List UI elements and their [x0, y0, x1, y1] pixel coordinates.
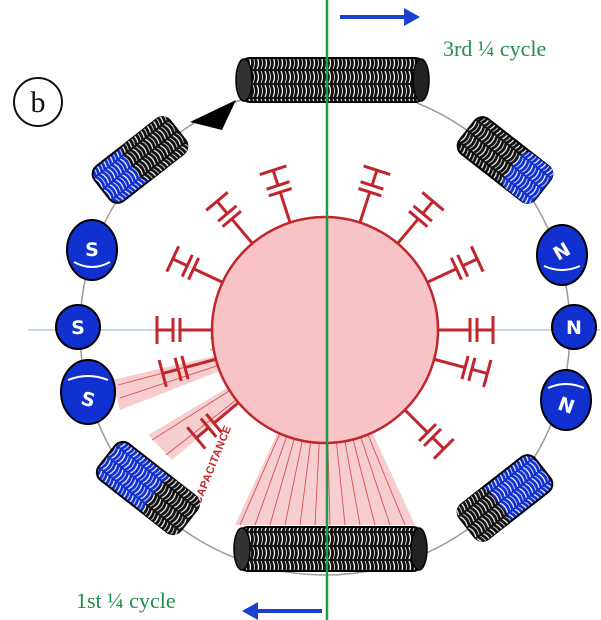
bottom-left-arrow	[242, 602, 322, 620]
pole-label-right-middle: N	[566, 317, 582, 339]
central-disc	[210, 215, 440, 445]
pole-label-left-upper: S	[85, 239, 99, 261]
pole-label-left-middle: S	[71, 317, 85, 339]
capacitor-5	[396, 191, 445, 245]
bottom-coil	[233, 526, 428, 572]
top-caption: 3rd ¼ cycle	[443, 36, 546, 61]
capacitor-6	[426, 245, 485, 284]
panel-label-text: b	[31, 86, 46, 119]
capacitor-8	[403, 408, 455, 460]
bottom-caption: 1st ¼ cycle	[76, 588, 176, 613]
rotation-arrowhead	[190, 100, 236, 130]
magnet-right-lower: N	[540, 369, 592, 431]
capacitor-7	[433, 355, 493, 388]
pole-label-right-lower: N	[555, 391, 577, 417]
magnet-left-middle: S	[55, 304, 101, 350]
coil-lower-right	[456, 454, 554, 542]
capacitor-2	[205, 191, 254, 245]
coil-lower-left	[95, 440, 201, 536]
capacitor-12	[438, 316, 495, 344]
magnet-right-middle: N	[551, 304, 597, 350]
capacitor-4	[357, 164, 391, 223]
top-coil	[235, 57, 430, 103]
panel-label: b	[13, 77, 63, 127]
magnet-left-lower: S	[60, 359, 116, 425]
magnet-right-upper: N	[536, 224, 588, 286]
capacitor-11	[155, 316, 212, 344]
coil-upper-right	[456, 116, 554, 204]
pole-label-left-lower: S	[79, 388, 98, 413]
top-right-arrow	[340, 8, 420, 26]
magnet-left-upper: S	[66, 219, 118, 281]
coil-upper-left	[91, 116, 189, 204]
capacitor-10	[186, 401, 240, 450]
capacitor-9	[157, 355, 217, 388]
capacitor-1	[165, 245, 224, 284]
capacitor-3	[259, 164, 293, 223]
capacitor-ring	[155, 164, 495, 460]
